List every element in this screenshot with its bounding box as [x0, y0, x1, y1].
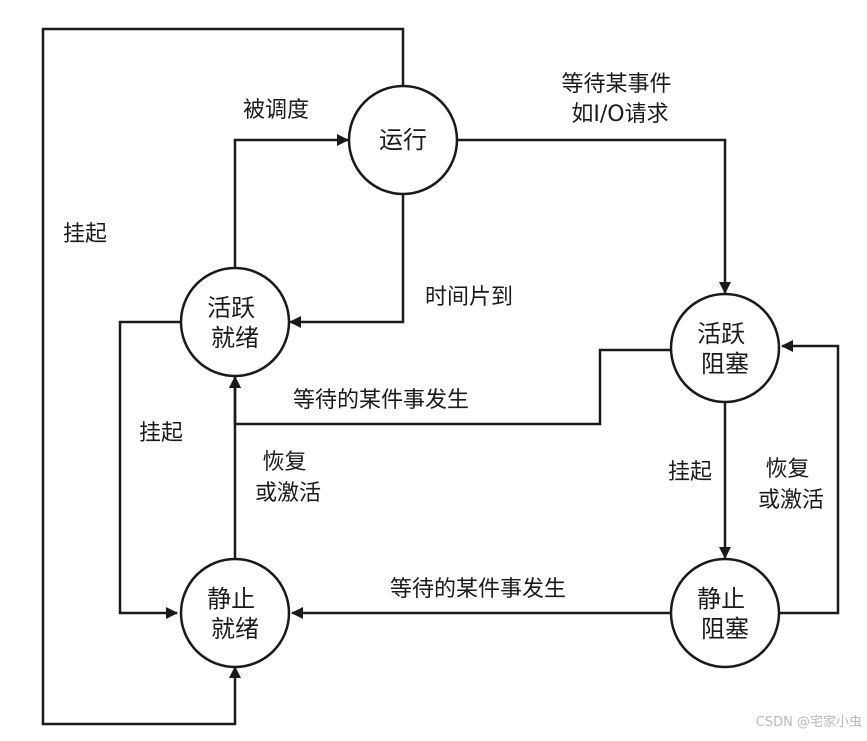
node-running [347, 84, 459, 196]
label-active-ready: 活跃 就绪 [207, 286, 263, 352]
label-running: 运行 [379, 126, 427, 154]
edge-suspend-outer [41, 27, 405, 726]
label-event-occurs-upper: 等待的某件事发生 [293, 388, 469, 413]
node-active-blocked [669, 292, 781, 404]
label-suspend-left: 挂起 [139, 421, 183, 446]
label-active-blocked: 活跃 阻塞 [697, 312, 753, 378]
label-resume-left: 恢复 或激活 [255, 450, 321, 506]
node-static-ready [179, 557, 291, 669]
node-static-blocked [669, 557, 781, 669]
label-dispatch: 被调度 [243, 98, 309, 123]
label-static-blocked: 静止 阻塞 [697, 577, 753, 643]
label-suspend-outer: 挂起 [63, 222, 107, 247]
edges [41, 27, 840, 726]
edge-suspend-left [118, 320, 180, 619]
state-nodes [179, 84, 781, 669]
edge-time-slice [289, 194, 405, 328]
watermark: CSDN @宅家小虫 [756, 714, 862, 730]
label-suspend-right: 挂起 [668, 460, 712, 485]
edge-resume-right [780, 340, 840, 615]
edge-wait-event [458, 138, 731, 294]
label-static-ready: 静止 就绪 [207, 577, 263, 643]
edge-dispatch [233, 134, 349, 268]
label-event-occurs-lower: 等待的某件事发生 [390, 577, 566, 602]
node-active-ready [179, 266, 291, 378]
label-resume-right: 恢复 或激活 [758, 457, 824, 513]
label-time-slice: 时间片到 [425, 285, 513, 310]
label-wait-event: 等待某事件 如I/O请求 [561, 72, 678, 127]
